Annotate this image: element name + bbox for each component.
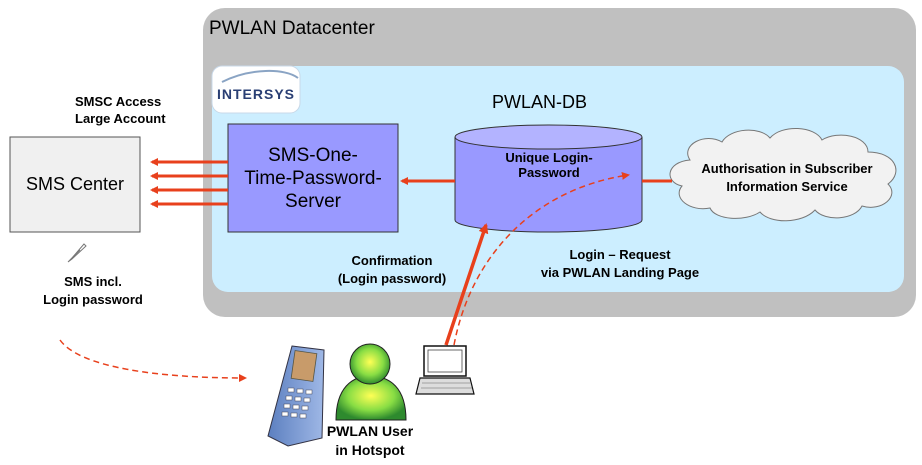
- confirmation-line2: (Login password): [337, 271, 447, 286]
- db-cylinder-line1: Unique Login-: [505, 150, 593, 165]
- smsc-arrows: [150, 158, 228, 208]
- sms-incl-label: SMS incl. Login password: [30, 273, 156, 309]
- otp-server-line2: Time-Password-: [244, 168, 382, 189]
- laptop-icon: [415, 345, 475, 395]
- sms-incl-line2: Login password: [43, 292, 143, 307]
- otp-server-line3: Server: [285, 191, 341, 212]
- sms-center-box: [9, 136, 141, 233]
- login-request-line1: Login – Request: [569, 247, 671, 262]
- message-icon: [67, 243, 87, 263]
- sms-center-label: SMS Center: [26, 174, 125, 194]
- db-cylinder-line2: Password: [518, 165, 580, 180]
- auth-cloud: [669, 127, 897, 222]
- mobile-phone-icon: [267, 345, 325, 447]
- confirmation-label: Confirmation (Login password): [328, 252, 456, 288]
- user-person-icon: [335, 343, 407, 421]
- logo-text: INTERSYS: [217, 86, 296, 102]
- login-request-line2: via PWLAN Landing Page: [540, 265, 700, 280]
- auth-cloud-line2: Information Service: [726, 179, 848, 194]
- db-cylinder-label: Unique Login- Password: [472, 150, 626, 180]
- auth-cloud-line1: Authorisation in Subscriber: [701, 161, 873, 176]
- otp-server-line1: SMS-One-: [268, 145, 358, 166]
- otp-server-box: [227, 123, 399, 233]
- laptop-to-db-arrow: [444, 223, 489, 346]
- auth-cloud-label: Authorisation in Subscriber Information …: [676, 160, 898, 196]
- logo-swoosh: [221, 70, 299, 83]
- otp-server-label: SMS-One- Time-Password- Server: [228, 144, 398, 213]
- login-request-label: Login – Request via PWLAN Landing Page: [525, 246, 715, 282]
- datacenter-title: PWLAN Datacenter: [209, 18, 375, 39]
- smsc-access-label: SMSC Access Large Account: [75, 93, 166, 127]
- login-request-dashed-arrow: [453, 171, 630, 346]
- sms-incl-line1: SMS incl.: [64, 274, 122, 289]
- user-label: PWLAN User in Hotspot: [314, 422, 426, 460]
- smsc-access-line1: SMSC Access: [75, 94, 162, 109]
- smsc-access-line2: Large Account: [75, 111, 166, 126]
- user-line2: in Hotspot: [335, 442, 405, 458]
- confirmation-line1: Confirmation: [351, 253, 433, 268]
- db-title: PWLAN-DB: [492, 92, 588, 112]
- user-line1: PWLAN User: [326, 423, 414, 439]
- sms-to-phone-dashed-arrow: [59, 339, 247, 382]
